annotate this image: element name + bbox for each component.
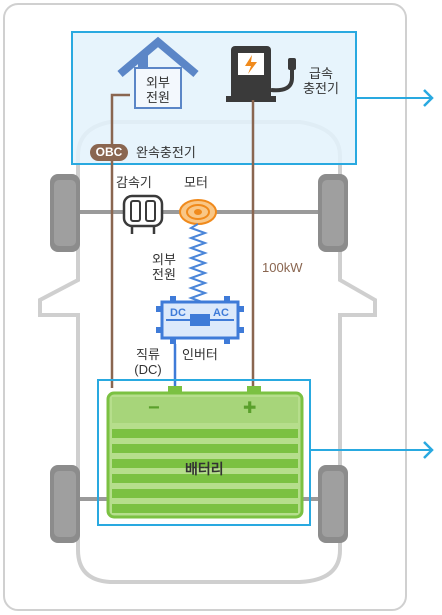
arrow-right-icon-top [356, 89, 434, 107]
motor-label: 모터 [184, 175, 208, 190]
house-icon [117, 36, 199, 109]
obc-badge: OBC [90, 144, 128, 161]
external-power-label-top: 외부 전원 [146, 75, 170, 105]
motor-coil [188, 223, 208, 308]
wheel-front-right [318, 174, 348, 252]
wheel-rear-right [318, 465, 348, 543]
inverter-dc-label: DC [170, 307, 186, 319]
inverter-icon [156, 296, 244, 344]
fast-charger-icon [226, 46, 296, 102]
direct-current-label: 직류 (DC) [134, 347, 162, 377]
external-power-label-mid: 외부 전원 [152, 252, 176, 282]
charging-zone [72, 32, 356, 164]
slow-charger-label: 완속충전기 [136, 145, 196, 160]
battery-label: 배터리 [185, 461, 224, 477]
reducer-label: 감속기 [116, 175, 152, 190]
battery-minus-terminal: − [148, 397, 160, 419]
power-rating-label: 100kW [262, 260, 303, 275]
house-wire [110, 93, 130, 388]
battery-zone-border [97, 379, 311, 526]
battery-plus-terminal: ✚ [243, 400, 257, 417]
arrow-right-icon-bottom [310, 441, 434, 459]
wheel-front-left [50, 174, 80, 252]
inverter-label: 인버터 [182, 347, 218, 362]
inverter-ac-label: AC [213, 307, 229, 319]
wheel-rear-left [50, 465, 80, 543]
motor-icon [179, 199, 217, 225]
fast-charger-label: 급속 충전기 [303, 66, 339, 96]
reducer-icon [122, 194, 164, 234]
battery-icon [106, 386, 304, 519]
